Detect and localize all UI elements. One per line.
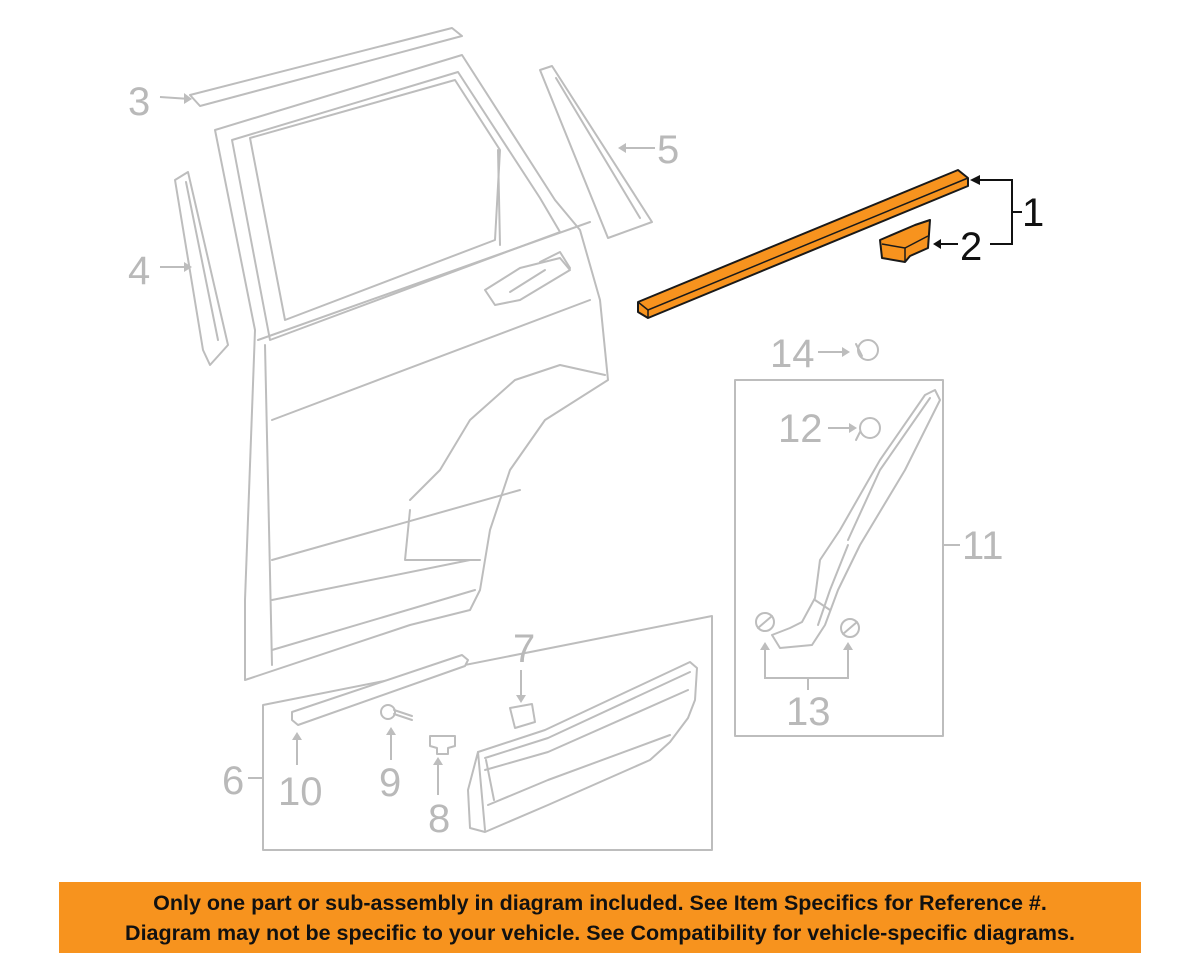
part-1-belt-molding-highlight <box>637 169 969 319</box>
arrow-3 <box>184 93 192 104</box>
part-12-clip <box>855 417 881 441</box>
group-box-11 <box>734 379 944 737</box>
callout-2: 2 <box>960 225 982 269</box>
part-13-clips <box>755 612 860 638</box>
arrow-14 <box>842 347 850 357</box>
callout-13: 13 <box>786 690 831 734</box>
callout-7: 7 <box>513 627 535 671</box>
arrow-2 <box>933 239 941 249</box>
part-14-clip <box>855 339 879 361</box>
arrow-8 <box>433 757 443 765</box>
group-box-6 <box>262 615 713 851</box>
part-9-screw <box>380 704 413 721</box>
callout-4: 4 <box>128 249 150 293</box>
arrow-12 <box>849 423 857 433</box>
disclaimer-line-2: Diagram may not be specific to your vehi… <box>125 921 1075 945</box>
leader-13 <box>764 645 849 679</box>
part-6-door-molding <box>467 661 698 833</box>
arrow-9 <box>386 727 396 735</box>
callout-11: 11 <box>962 524 1004 568</box>
part-2-clip-highlight <box>879 219 931 263</box>
callout-9: 9 <box>379 761 401 805</box>
arrow-1 <box>970 175 980 185</box>
arrow-10 <box>292 732 302 740</box>
arrow-7 <box>516 695 526 703</box>
part-7-clip <box>509 703 536 729</box>
rear-door-shell <box>214 54 609 681</box>
callout-8: 8 <box>428 797 450 841</box>
callout-10: 10 <box>278 770 323 814</box>
arrow-5 <box>618 143 626 153</box>
part-8-clip <box>429 735 456 755</box>
disclaimer-line-1: Only one part or sub-assembly in diagram… <box>153 891 1047 915</box>
part-4-pillar-garnish <box>174 171 229 366</box>
callout-5: 5 <box>657 128 679 172</box>
disclaimer-banner: Only one part or sub-assembly in diagram… <box>59 882 1141 953</box>
part-3-roof-molding <box>189 27 463 107</box>
callout-12: 12 <box>778 407 823 451</box>
arrow-4 <box>184 262 192 272</box>
callout-6: 6 <box>222 759 244 803</box>
part-11-pillar-trim <box>771 389 941 649</box>
callout-1: 1 <box>1022 191 1044 235</box>
callout-14: 14 <box>770 332 815 376</box>
parts-diagram: 3 4 5 <box>128 27 1044 851</box>
arrow-13b <box>843 642 853 650</box>
part-10-molding <box>291 654 469 726</box>
part-5-pillar-applique <box>539 65 653 239</box>
callout-3: 3 <box>128 80 150 124</box>
arrow-13a <box>760 642 770 650</box>
